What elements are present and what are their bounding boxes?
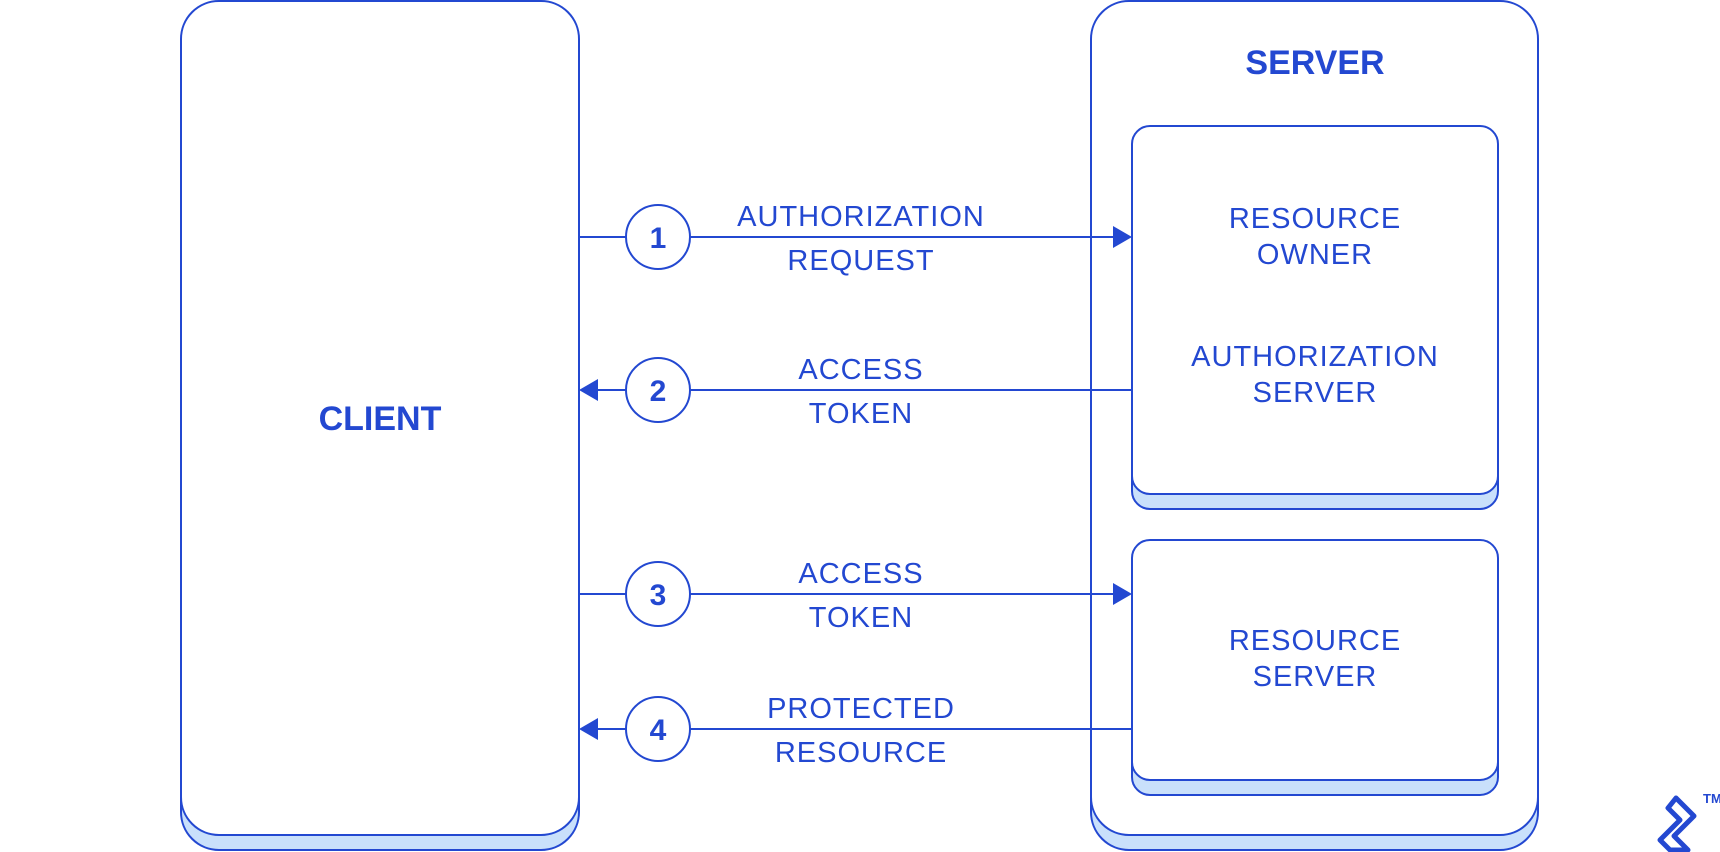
client-box: CLIENT	[180, 0, 580, 851]
client-title: CLIENT	[319, 400, 442, 438]
step-1-label-line-2: REQUEST	[787, 245, 934, 277]
step-1-number: 1	[650, 222, 667, 255]
resource-owner-label-line-2: OWNER	[1257, 239, 1373, 271]
step-3-label-line-1: ACCESS	[798, 558, 923, 590]
step-4-label-line-2: RESOURCE	[775, 737, 947, 769]
authorization-server-box-face	[1131, 125, 1499, 495]
client-box-face	[180, 0, 580, 836]
authorization-server-label-line-1: AUTHORIZATION	[1191, 341, 1439, 373]
authorization-server-label-line-2: SERVER	[1253, 377, 1378, 409]
step-1-arrowhead	[1113, 226, 1132, 248]
toptal-logo-icon: TM	[1657, 791, 1720, 852]
step-1-label-line-1: AUTHORIZATION	[737, 201, 985, 233]
resource-server-label-line-1: RESOURCE	[1229, 625, 1401, 657]
trademark-label: TM	[1703, 791, 1720, 806]
step-3-label-line-2: TOKEN	[809, 602, 913, 634]
resource-server-box: RESOURCE SERVER	[1131, 539, 1499, 796]
step-1-arrow: 1 AUTHORIZATION REQUEST	[579, 201, 1132, 277]
step-4-number: 4	[650, 714, 667, 747]
authorization-server-box: RESOURCE OWNER AUTHORIZATION SERVER	[1131, 125, 1499, 510]
step-4-arrowhead	[579, 718, 598, 740]
step-2-arrowhead	[579, 379, 598, 401]
step-2-arrow: 2 ACCESS TOKEN	[579, 354, 1132, 430]
resource-server-label-line-2: SERVER	[1253, 661, 1378, 693]
step-4-arrow: 4 PROTECTED RESOURCE	[579, 693, 1132, 769]
step-3-arrow: 3 ACCESS TOKEN	[579, 558, 1132, 634]
resource-owner-label-line-1: RESOURCE	[1229, 203, 1401, 235]
step-2-label-line-2: TOKEN	[809, 398, 913, 430]
step-2-badge	[625, 357, 691, 423]
step-4-badge	[625, 696, 691, 762]
step-1-badge	[625, 204, 691, 270]
step-4-label-line-1: PROTECTED	[767, 693, 955, 725]
server-title: SERVER	[1245, 44, 1384, 82]
step-3-number: 3	[650, 579, 667, 612]
step-2-label-line-1: ACCESS	[798, 354, 923, 386]
resource-server-box-face	[1131, 539, 1499, 781]
step-3-badge	[625, 561, 691, 627]
step-2-number: 2	[650, 375, 667, 408]
step-3-arrowhead	[1113, 583, 1132, 605]
